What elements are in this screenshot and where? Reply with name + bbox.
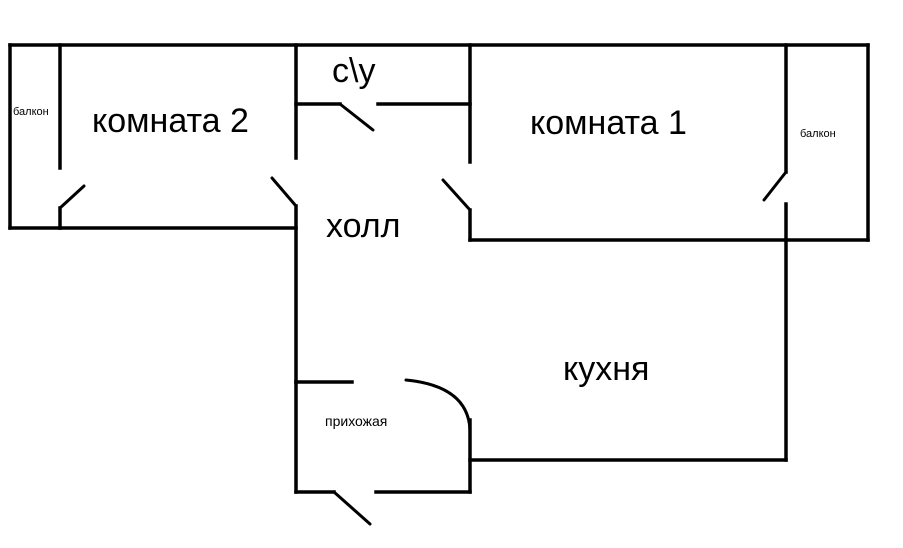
balcony-left-label: балкон (13, 106, 49, 118)
right-balcony (784, 43, 870, 462)
hall-label: холл (326, 207, 400, 245)
bathroom-walls (294, 43, 472, 164)
room-2-walls (58, 43, 298, 384)
balcony-right-label: балкон (800, 128, 836, 140)
room-1-label: комната 1 (530, 104, 687, 142)
left-balcony (8, 43, 62, 230)
room-1-walls (468, 43, 870, 242)
entrance-label: прихожая (325, 413, 387, 429)
kitchen-door-arc (404, 378, 472, 432)
entrance-door (332, 490, 372, 526)
bathroom-door (338, 102, 375, 132)
room-2-door (270, 176, 298, 208)
bathroom-label: с\у (332, 52, 375, 90)
left-balcony-door (58, 184, 86, 210)
kitchen-label: кухня (563, 350, 649, 388)
room-2-label: комната 2 (92, 102, 249, 140)
right-balcony-door (762, 170, 788, 202)
entrance-walls (294, 380, 472, 494)
room-1-door (441, 178, 472, 212)
